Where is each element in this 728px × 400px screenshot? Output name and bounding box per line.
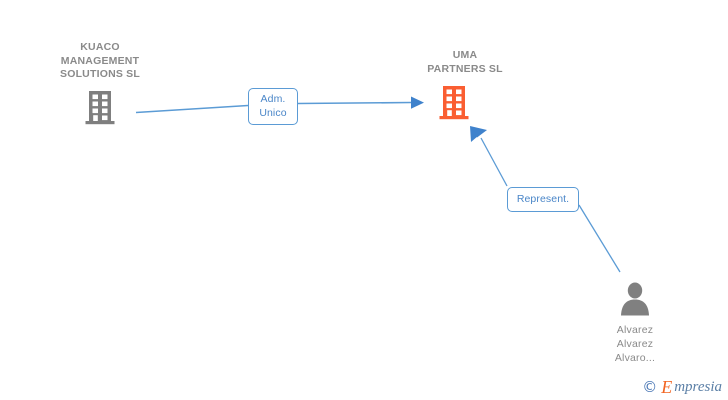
- node-label-uma: UMA PARTNERS SL: [427, 49, 503, 75]
- empresia-watermark: © E mpresia: [642, 378, 722, 396]
- person-icon[interactable]: [617, 282, 653, 316]
- brand-initial: E: [661, 377, 673, 397]
- node-label-alvarez: Alvarez Alvarez Alvaro...: [614, 324, 656, 364]
- building-icon[interactable]: [439, 85, 469, 120]
- building-icon[interactable]: [85, 90, 115, 125]
- relation-badge-represent[interactable]: Represent.: [507, 187, 579, 212]
- node-label-kuaco: KUACO MANAGEMENT SOLUTIONS SL: [60, 41, 140, 80]
- brand-name: mpresia: [674, 378, 722, 395]
- copyright-icon: ©: [642, 377, 658, 396]
- relation-badge-adm-unico[interactable]: Adm. Unico: [248, 88, 298, 125]
